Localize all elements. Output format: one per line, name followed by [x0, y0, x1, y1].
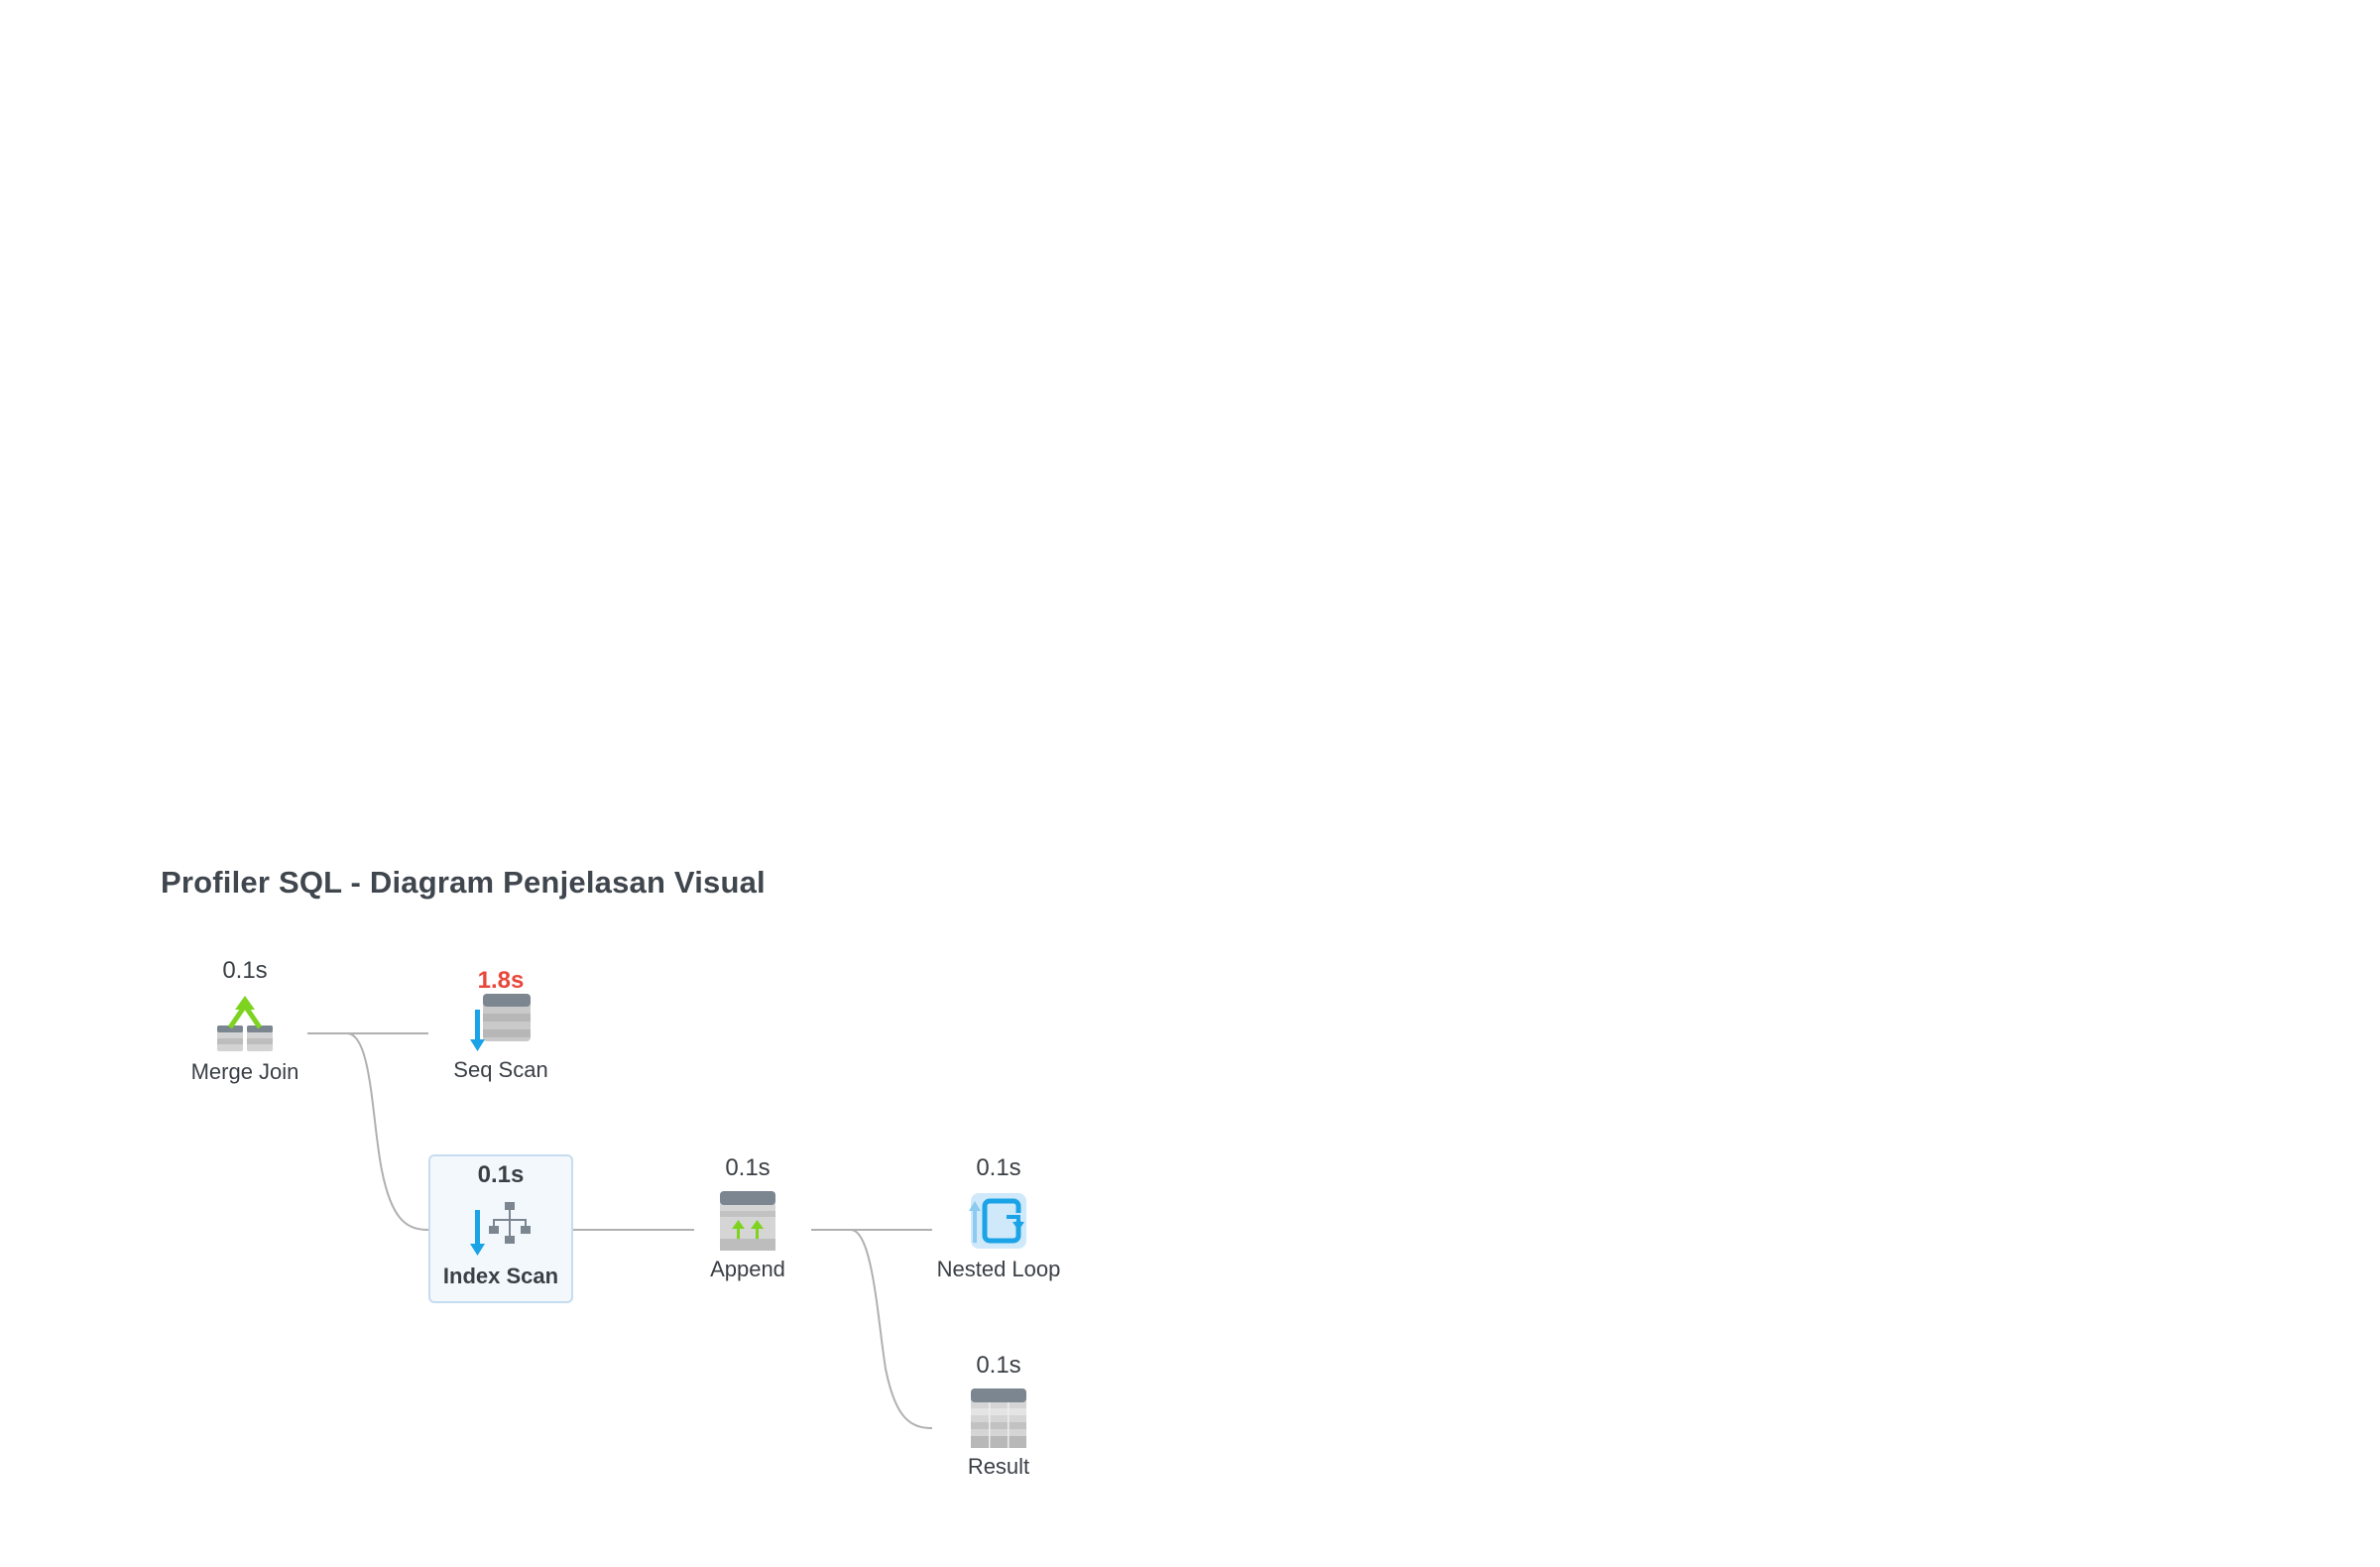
- node-time: 0.1s: [477, 1161, 525, 1188]
- edge-merge-join-index-scan: [346, 1032, 429, 1231]
- node-append[interactable]: 0.1s Append: [673, 1153, 822, 1282]
- node-result[interactable]: 0.1s Result: [924, 1351, 1073, 1480]
- node-time: 0.1s: [222, 957, 268, 984]
- page-title: Profiler SQL - Diagram Penjelasan Visual: [161, 865, 766, 900]
- node-label: Result: [967, 1454, 1030, 1479]
- append-icon: [720, 1191, 775, 1251]
- node-label: Index Scan: [442, 1264, 559, 1288]
- node-time: 0.1s: [976, 1154, 1021, 1181]
- seq-scan-icon: [470, 994, 531, 1051]
- node-time: 0.1s: [976, 1352, 1021, 1379]
- node-label: Append: [710, 1257, 785, 1281]
- node-seq-scan[interactable]: 1.8s Seq Scan: [426, 966, 575, 1083]
- node-merge-join[interactable]: 0.1s Merge Join: [171, 956, 319, 1085]
- node-time: 1.8s: [477, 967, 525, 994]
- node-nested-loop[interactable]: 0.1s Nested Loop: [924, 1153, 1073, 1282]
- node-time: 0.1s: [725, 1154, 771, 1181]
- node-index-scan[interactable]: 0.1s Index Scan: [428, 1154, 573, 1303]
- node-label: Merge Join: [190, 1059, 299, 1084]
- result-icon: [971, 1388, 1026, 1448]
- node-label: Nested Loop: [936, 1257, 1061, 1281]
- edge-append-result: [850, 1229, 933, 1429]
- nested-loop-icon: [969, 1193, 1026, 1249]
- merge-join-icon: [217, 996, 273, 1051]
- index-scan-icon: [470, 1202, 531, 1256]
- node-label: Seq Scan: [453, 1057, 548, 1082]
